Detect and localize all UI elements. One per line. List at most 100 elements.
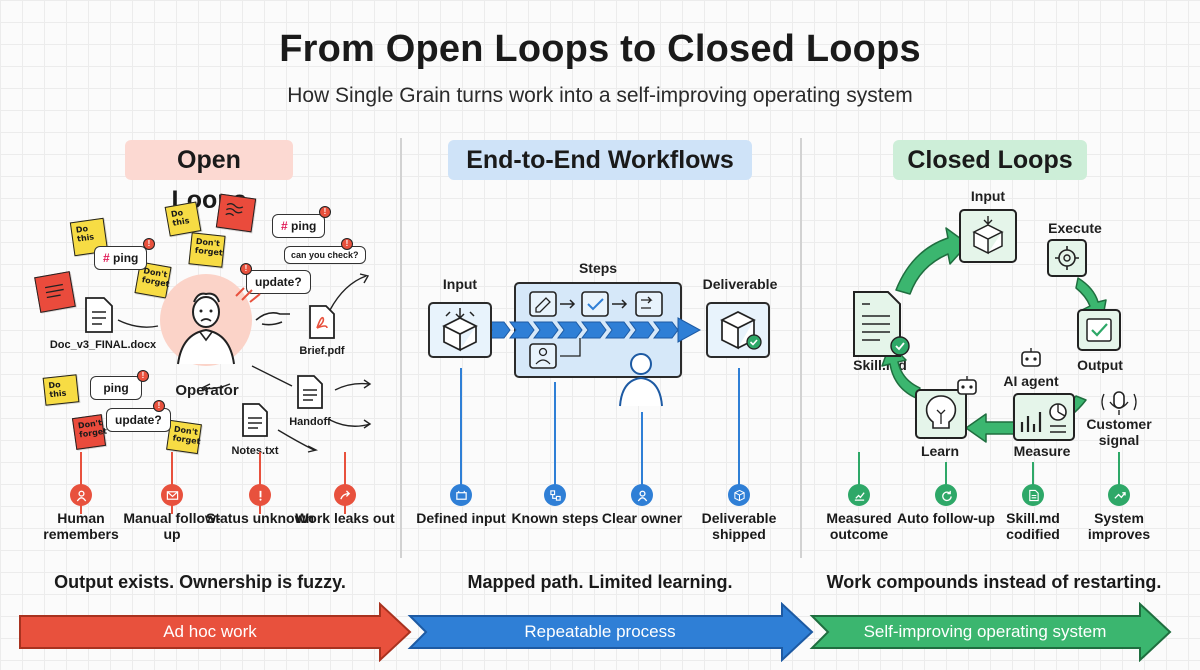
column-divider-right [800, 138, 802, 558]
closed-summary: Work compounds instead of restarting. [826, 572, 1162, 592]
stress-lines-icon [235, 287, 261, 303]
page-subtitle: How Single Grain turns work into a self-… [287, 84, 913, 107]
defined-input-label: Defined input [416, 510, 506, 526]
closed-loop-diagram [853, 209, 1137, 443]
docx-file-icon [84, 296, 114, 334]
ai-agent-label: AI agent [1003, 373, 1059, 389]
chart-icon [848, 484, 870, 506]
box-icon [450, 484, 472, 506]
skill-codified-label: Skill.md codified [1006, 510, 1060, 542]
band-self-improving-label: Self-improving operating system [863, 622, 1107, 641]
handoff-file-icon [296, 374, 324, 410]
notes-file-icon [241, 402, 269, 438]
leak-arrows [117, 273, 372, 453]
slack-ping-bubble: # ping [94, 246, 148, 270]
closed-input-label: Input [970, 188, 1006, 204]
notification-dot: ! [341, 238, 353, 250]
open-stem-2 [171, 452, 173, 514]
notification-dot: ! [143, 238, 155, 250]
known-steps-label: Known steps [511, 510, 599, 526]
scribble-icon [44, 283, 64, 299]
notification-dot: ! [137, 370, 149, 382]
closed-stem-3 [1032, 462, 1034, 492]
human-remembers-label: Human remembers [43, 510, 119, 542]
notification-dot: ! [153, 400, 165, 412]
closed-output-label: Output [1077, 357, 1123, 373]
closed-learn-label: Learn [920, 443, 960, 459]
status-unknown-label: Status unknown [205, 510, 315, 526]
package-icon [720, 311, 762, 350]
workflow-steps-label: Steps [578, 260, 618, 276]
measured-outcome-label: Measured outcome [826, 510, 892, 542]
ping-bubble: ping [90, 376, 142, 400]
closed-execute-label: Execute [1048, 220, 1102, 236]
open-stem-1 [80, 452, 82, 514]
user-icon [70, 484, 92, 506]
band-repeatable: Repeatable process [420, 604, 780, 660]
slack-icon: # [103, 251, 110, 265]
pdf-file-label: Brief.pdf [299, 345, 345, 357]
system-improves-label: System improves [1087, 510, 1151, 542]
doc-icon [1022, 484, 1044, 506]
mail-icon [161, 484, 183, 506]
band-self-improving: Self-improving operating system [820, 604, 1150, 660]
open-loops-heading: Open Loops [125, 140, 293, 214]
scribble-icon [225, 203, 244, 217]
handoff-file-label: Handoff [289, 416, 331, 428]
stressed-person-icon [160, 274, 252, 366]
workflow-stem-2 [554, 382, 556, 492]
workflow-summary: Mapped path. Limited learning. [467, 572, 733, 592]
sticky-note-scribble [34, 271, 76, 313]
open-summary: Output exists. Ownership is fuzzy. [54, 572, 346, 592]
pdf-file-icon [308, 304, 336, 340]
customer-signal-label: Customer signal [1086, 416, 1152, 448]
closed-loops-heading: Closed Loops [893, 140, 1087, 180]
can-you-check-bubble: can you check? [284, 246, 366, 264]
workflow-deliverable-label: Deliverable [702, 276, 778, 292]
refresh-icon [935, 484, 957, 506]
closed-stem-1 [858, 452, 860, 492]
flow-icon [544, 484, 566, 506]
notes-file-label: Notes.txt [231, 445, 279, 457]
update-bubble: update? [106, 408, 171, 432]
manual-follow-up-label: Manual follow-up [123, 510, 221, 542]
slack-icon: # [281, 219, 288, 233]
workflow-stem-1 [460, 368, 462, 492]
work-leaks-out-label: Work leaks out [295, 510, 395, 526]
notification-dot: ! [319, 206, 331, 218]
open-stem-4 [344, 452, 346, 514]
workflow-stem-3 [641, 412, 643, 492]
open-loops-scene: Do this Do this Don't forget Don't forge… [0, 190, 400, 460]
notification-dot: ! [240, 263, 252, 275]
workflow-diagram [485, 291, 702, 407]
band-ad-hoc-label: Ad hoc work [163, 622, 257, 641]
package-icon [728, 484, 750, 506]
page-title: From Open Loops to Closed Loops [279, 28, 921, 70]
closed-stem-2 [945, 462, 947, 492]
column-divider-left [400, 138, 402, 558]
workflow-input-label: Input [442, 276, 478, 292]
progression-band [19, 602, 1172, 662]
clear-owner-label: Clear owner [601, 510, 683, 526]
band-ad-hoc: Ad hoc work [20, 604, 400, 660]
closed-stem-4 [1118, 452, 1120, 492]
open-stem-3 [259, 452, 261, 514]
band-repeatable-label: Repeatable process [524, 622, 676, 641]
deliverable-shipped-label: Deliverable shipped [701, 510, 777, 542]
workflows-heading: End-to-End Workflows [448, 140, 752, 180]
slack-ping-bubble: # ping [272, 214, 326, 238]
improve-icon [1108, 484, 1130, 506]
input-box-icon [428, 302, 492, 358]
update-bubble: update? [246, 270, 311, 294]
sticky-note-scribble [215, 193, 257, 233]
share-icon [334, 484, 356, 506]
deliverable-box-icon [706, 302, 770, 358]
reaching-hand-icon [255, 312, 290, 326]
operator-figure [158, 272, 254, 368]
auto-follow-up-label: Auto follow-up [897, 510, 995, 526]
open-box-icon [442, 308, 478, 352]
closed-measure-label: Measure [1013, 443, 1071, 459]
workflow-stem-4 [738, 368, 740, 492]
alert-icon [249, 484, 271, 506]
user-icon [631, 484, 653, 506]
